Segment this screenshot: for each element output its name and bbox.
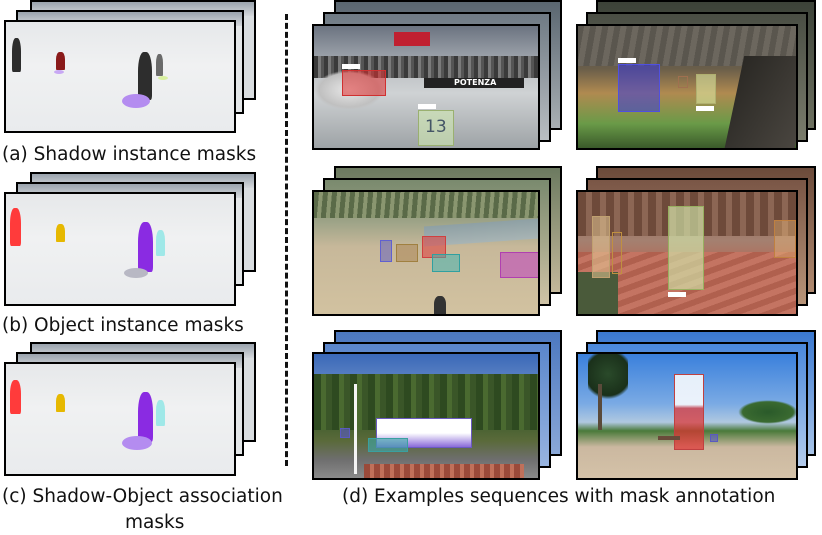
number-sign-text: 13: [425, 117, 447, 137]
bbox-statue-right: [774, 220, 796, 258]
bbox-animal-4: [432, 254, 460, 272]
caption-c-line2: masks: [125, 512, 185, 533]
bbox-statue-left: [592, 216, 610, 278]
bbox-small-bag: [710, 434, 718, 442]
stack-shadow-masks: [4, 0, 256, 135]
frame-front-plaza: [576, 190, 798, 316]
frame-front-skate: [576, 352, 798, 480]
shadow-mask-small: [54, 70, 64, 74]
stack-skate-scene: [576, 330, 816, 480]
ground-shadow: [124, 268, 148, 278]
bbox-number-sign: 13: [418, 110, 454, 146]
stack-object-masks: [4, 172, 256, 307]
bbox-elephant: [500, 252, 538, 278]
frame-front-shadow: [4, 20, 236, 133]
potenza-text: POTENZA: [454, 78, 497, 87]
shadow-mask-right: [158, 76, 168, 80]
skier-red: [56, 52, 65, 70]
frame-front-drift: POTENZA 13: [312, 24, 540, 150]
bbox-animal-1: [380, 240, 392, 262]
bbox-statue-mid: [612, 232, 622, 274]
bbox-animal-2: [396, 244, 418, 262]
bbox-character: [696, 74, 716, 104]
stack-game-scene: [576, 0, 816, 150]
stack-drift-scene: POTENZA 13: [312, 0, 564, 150]
stack-plaza-scene: [576, 166, 816, 316]
assoc-mask-red: [10, 380, 21, 414]
object-mask-cyan: [156, 230, 165, 256]
frame-front-game: [576, 24, 798, 150]
stack-bus-scene: [312, 330, 564, 480]
skier-right: [156, 54, 163, 76]
caption-a: (a) Shadow instance masks: [2, 144, 257, 165]
frame-front-animals: [312, 190, 540, 316]
object-mask-yellow: [56, 224, 65, 242]
object-mask-red: [10, 208, 21, 246]
caption-b: (b) Object instance masks: [2, 315, 244, 336]
assoc-mask-yellow: [56, 394, 65, 412]
frame-front-bus: [312, 352, 540, 480]
shadow-mask-main: [122, 94, 150, 108]
assoc-mask-cyan: [156, 400, 165, 426]
assoc-shadow-purple: [122, 436, 152, 450]
bbox-small-1: [678, 76, 688, 88]
stack-animals-scene: [312, 166, 564, 316]
bbox-sonic: [618, 64, 660, 112]
stack-association-masks: [4, 342, 256, 477]
bbox-car-teal: [368, 438, 408, 452]
caption-c: (c) Shadow-Object association: [2, 486, 283, 507]
frame-front-association: [4, 362, 236, 476]
assoc-mask-purple: [138, 392, 153, 442]
dashed-divider: [285, 14, 288, 466]
skier-left: [12, 38, 21, 72]
bbox-small-sign: [340, 428, 350, 438]
bbox-car: [342, 70, 386, 96]
caption-d: (d) Examples sequences with mask annotat…: [342, 486, 776, 507]
bbox-statue-main: [668, 206, 704, 290]
frame-front-object: [4, 192, 236, 306]
object-mask-purple: [138, 222, 153, 272]
skier-main: [138, 52, 152, 100]
